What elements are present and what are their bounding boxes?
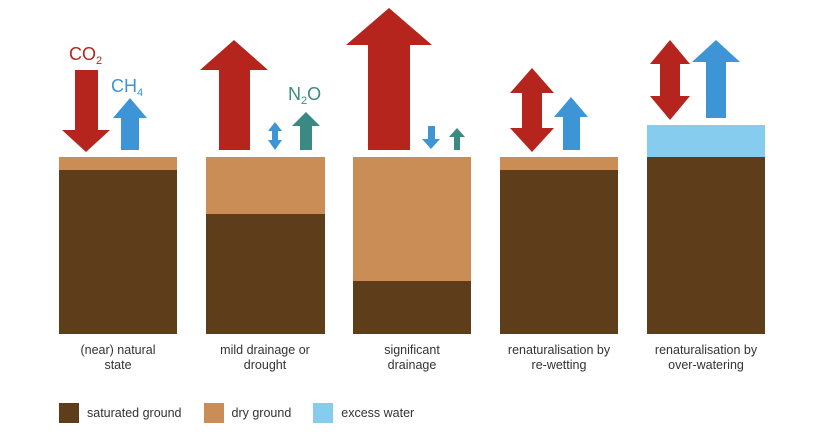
ch4-label: CH4 (111, 76, 143, 99)
panel-natural-state: CO2 CH4 (59, 44, 177, 334)
ch4-arrow-down (422, 126, 440, 149)
n2o-arrow-up (292, 112, 320, 150)
excess-water-layer (647, 125, 765, 157)
panel-re-wetting (500, 68, 618, 334)
saturated-ground-layer (647, 157, 765, 334)
saturated-ground-layer (353, 281, 471, 334)
saturated-ground-layer (206, 214, 325, 334)
co2-arrow-up (200, 40, 268, 150)
legend-label: dry ground (231, 406, 292, 420)
legend-item-water: excess water (313, 403, 414, 423)
saturated-ground-layer (59, 170, 177, 334)
n2o-label: N2O (288, 84, 321, 107)
dry-ground-layer (59, 157, 177, 170)
legend-label: saturated ground (87, 406, 182, 420)
dry-ground-layer (353, 157, 471, 281)
legend-item-saturated: saturated ground (59, 403, 182, 423)
legend: saturated ground dry ground excess water (59, 403, 436, 423)
n2o-arrow-up (449, 128, 465, 150)
ch4-arrow-up (692, 40, 740, 118)
panel-mild-drainage: N2O (200, 40, 325, 334)
co2-double-arrow (510, 68, 554, 152)
legend-swatch-saturated (59, 403, 79, 423)
panel-significant-drainage (346, 8, 471, 334)
panel-over-watering (647, 40, 765, 334)
ch4-arrow-up (554, 97, 588, 150)
dry-ground-layer (206, 157, 325, 214)
dry-ground-layer (500, 157, 618, 170)
saturated-ground-layer (500, 170, 618, 334)
legend-label: excess water (341, 406, 415, 420)
ch4-double-arrow (268, 122, 282, 150)
co2-arrow-down (62, 70, 110, 152)
co2-arrow-up (346, 8, 432, 150)
ch4-arrow-up (113, 98, 147, 150)
co2-double-arrow (650, 40, 690, 120)
legend-swatch-water (313, 403, 334, 423)
legend-swatch-dry (203, 403, 224, 423)
co2-label: CO2 (69, 44, 102, 67)
legend-item-dry: dry ground (203, 403, 292, 423)
